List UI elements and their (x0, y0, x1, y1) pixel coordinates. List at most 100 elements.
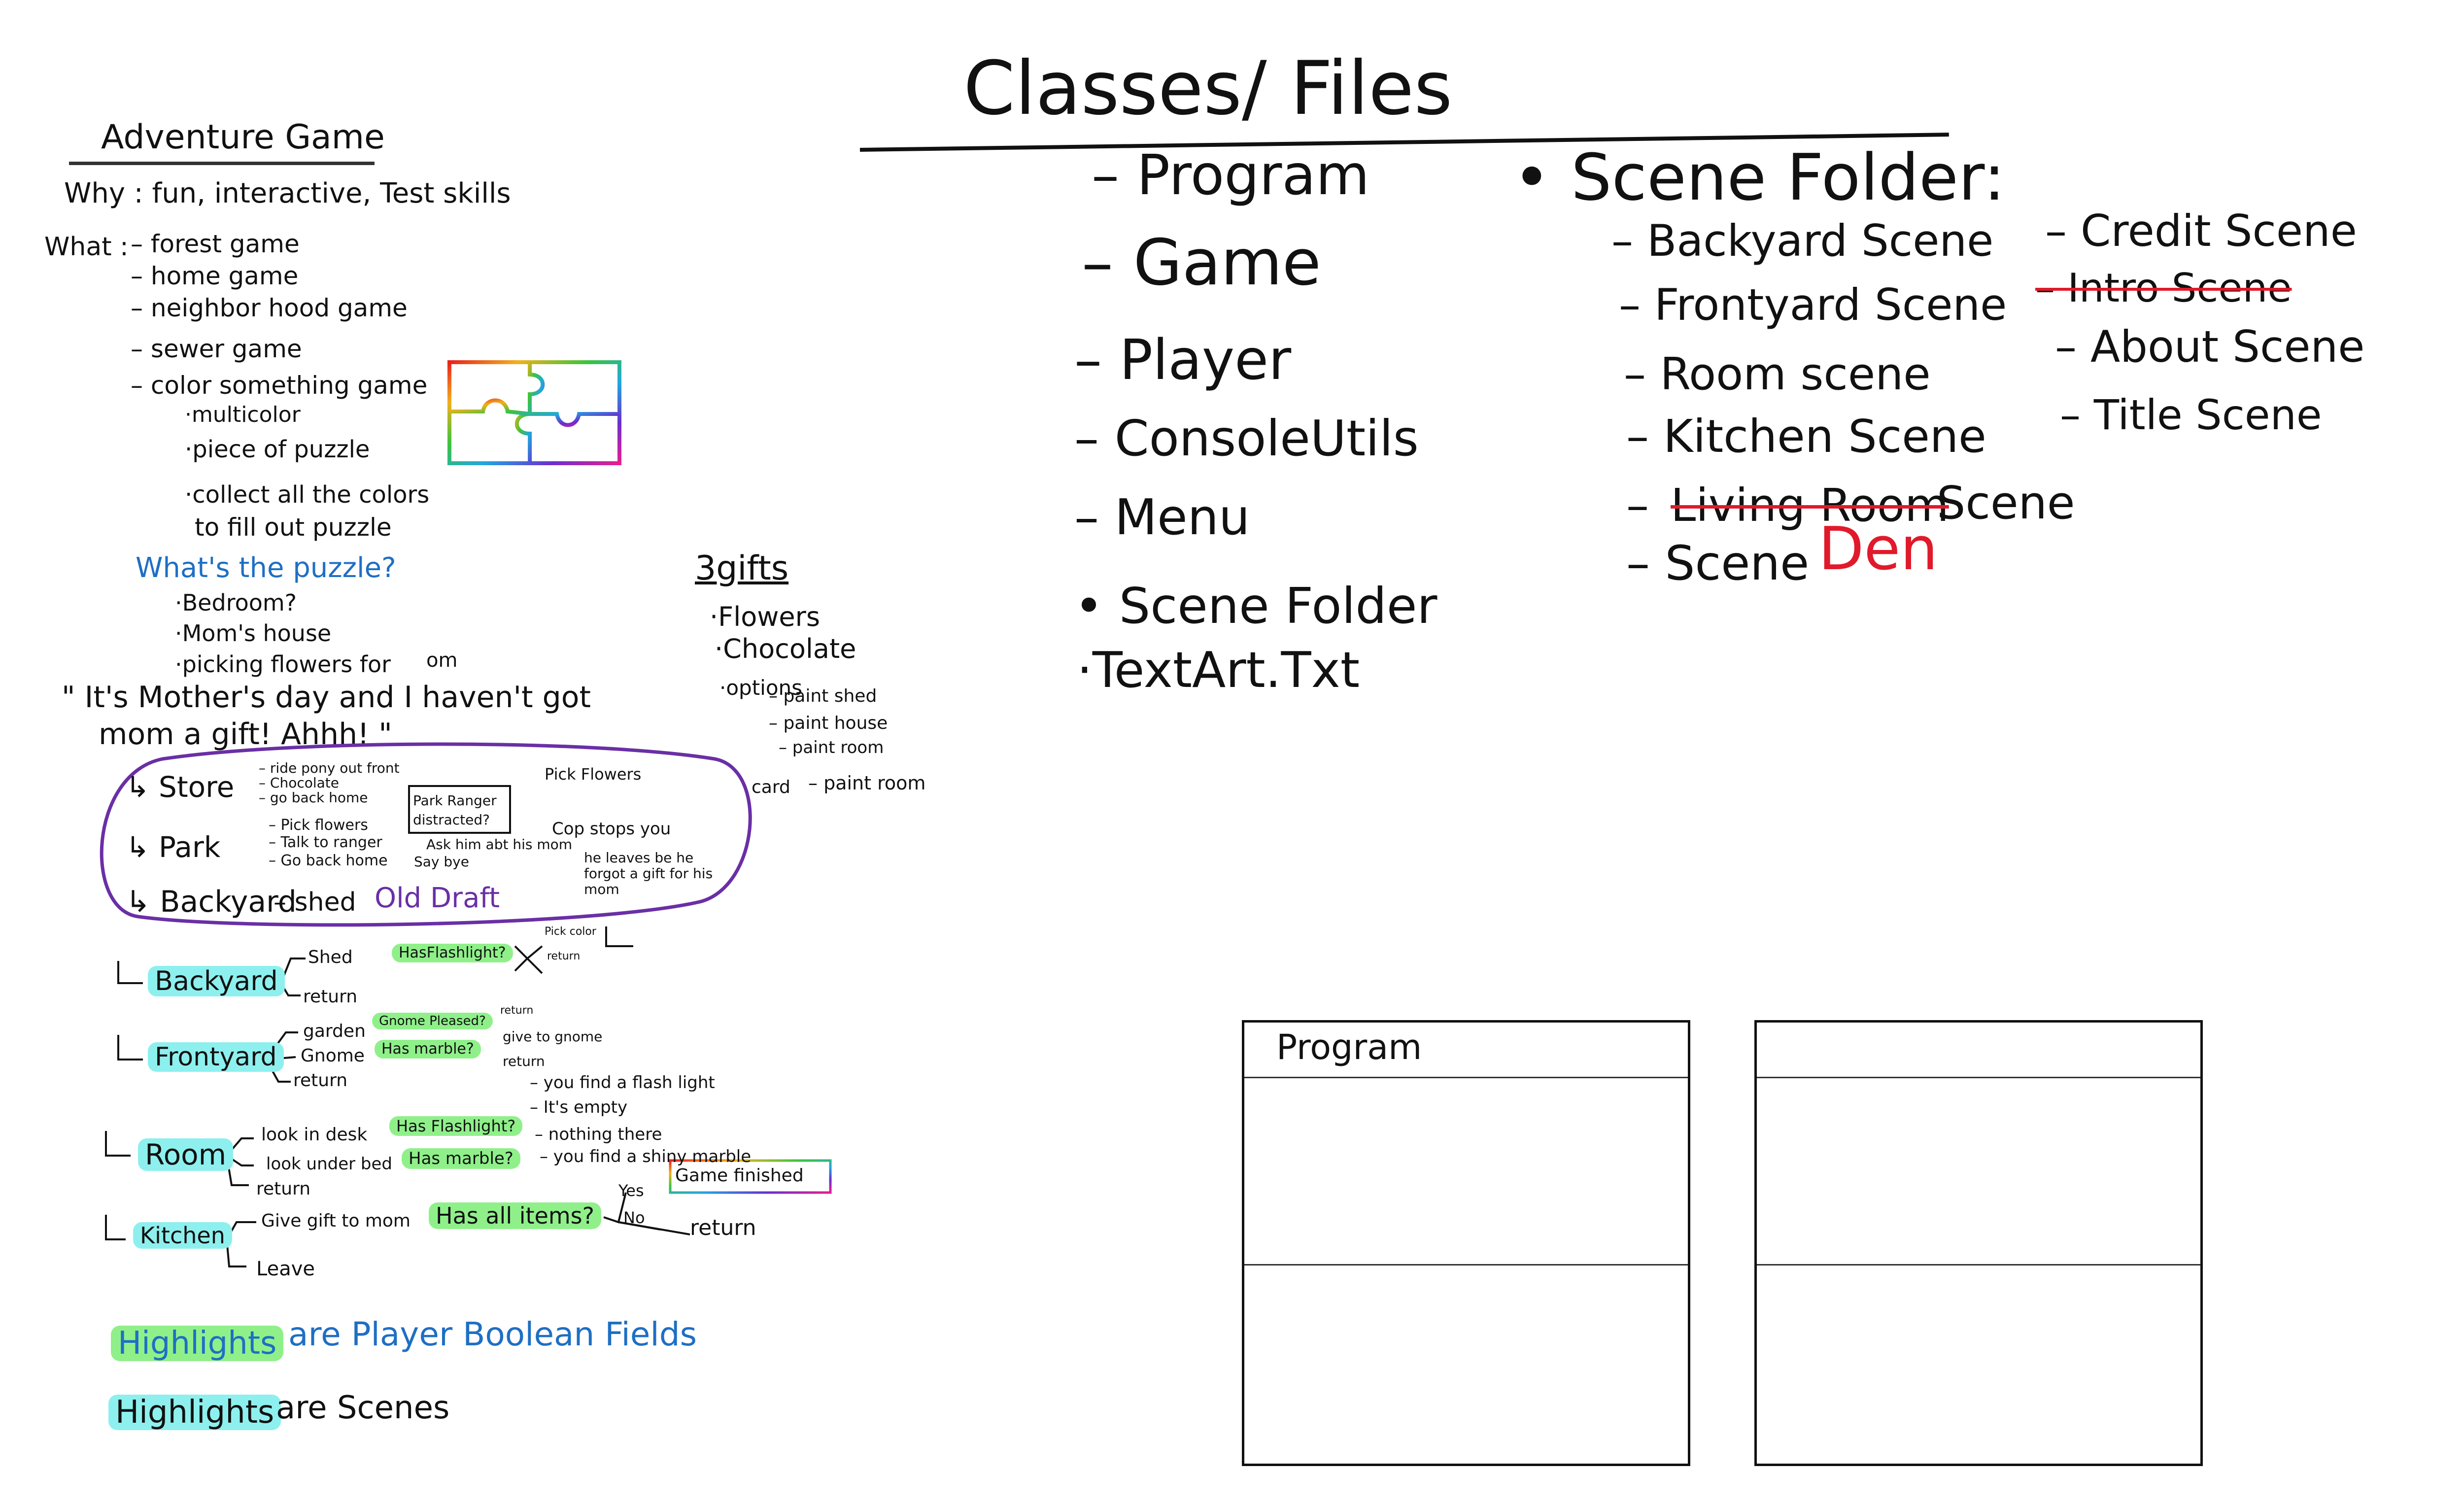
tree-garden-return: return (500, 1004, 534, 1017)
uml-box-empty-divider-1 (1757, 1077, 2200, 1078)
class-program: – Program (1092, 143, 1370, 207)
color-sub-puzzle: ·piece of puzzle (185, 436, 370, 463)
tree-you-find-flashlight: – you find a flash light (530, 1073, 715, 1093)
gift-paint-room-2: – paint room (808, 772, 926, 794)
scene-file-about: – About Scene (2055, 321, 2365, 372)
adventure-title: Adventure Game (101, 118, 385, 157)
scene-file-title: – Title Scene (2060, 391, 2322, 439)
tree-give-gift: Give gift to mom (261, 1211, 411, 1231)
uml-box-program-divider-2 (1244, 1264, 1688, 1266)
tree-game-finished: Game finished (675, 1165, 804, 1186)
cond-gnome-pleased: Gnome Pleased? (372, 1013, 493, 1029)
scene-frontyard: Frontyard (148, 1042, 284, 1072)
scene-file-frontyard: – Frontyard Scene (1619, 279, 2007, 330)
draft-park-item-1: – Pick flowers (269, 817, 368, 834)
classes-files-title: Classes/ Files (963, 46, 1453, 132)
gifts-title: 3gifts (695, 549, 789, 588)
legend-highlights-green: Highlights (111, 1326, 284, 1361)
gift-option-house: – paint house (769, 713, 888, 733)
legend-are-scenes: are Scenes (276, 1390, 450, 1426)
gift-chocolate: ·Chocolate (715, 633, 856, 664)
draft-backyard: ↳ Backyard (126, 885, 297, 919)
puzzle-question: What's the puzzle? (136, 552, 396, 584)
gift-option-room: – paint room (779, 738, 884, 757)
tree-frontyard-return: return (293, 1070, 348, 1091)
scene-file-living-room-dash: – (1626, 479, 1649, 532)
draft-store: ↳ Store (126, 770, 235, 804)
tree-backyard-return: return (303, 987, 358, 1007)
draft-park-item-3: – Go back home (269, 852, 388, 869)
tree-nothing-there: – nothing there (535, 1125, 662, 1144)
what-item-neighborhood: – neighbor hood game (131, 294, 408, 322)
tree-its-empty: – It's empty (530, 1097, 628, 1117)
puzzle-option-bedroom: ·Bedroom? (175, 589, 297, 616)
scene-file-intro: – Intro Scene (2035, 265, 2292, 311)
color-sub-collect: ·collect all the colors (185, 481, 430, 509)
gift-options: ·options (719, 676, 803, 700)
tree-gnome-return: return (503, 1053, 545, 1069)
draft-pick-flowers: Pick Flowers (545, 765, 642, 784)
draft-say-bye: Say bye (414, 854, 469, 870)
file-textart: ·TextArt.Txt (1077, 641, 1360, 699)
scene-file-room: – Room scene (1624, 348, 1931, 400)
what-item-sewer: – sewer game (131, 335, 302, 363)
tree-leave: Leave (256, 1258, 315, 1280)
scene-file-credit: – Credit Scene (2045, 205, 2357, 256)
title-underline (69, 162, 375, 165)
tree-look-in-desk: look in desk (261, 1125, 368, 1145)
class-scene-folder: • Scene Folder (1074, 577, 1437, 635)
scene-file-living-room: Living Room (1671, 479, 1949, 532)
uml-box-empty (1754, 1020, 2203, 1466)
cond-has-marble-1: Has marble? (375, 1040, 481, 1059)
scene-file-den: Den (1818, 515, 1938, 583)
cond-has-flashlight-2: Has Flashlight? (389, 1116, 523, 1136)
cond-has-flashlight-1: HasFlashlight? (392, 944, 513, 962)
tree-backyard-shed: Shed (308, 947, 353, 967)
uml-box-program (1242, 1020, 1690, 1466)
draft-store-item-3: – go back home (259, 789, 368, 806)
what-item-forest: – forest game (131, 230, 300, 258)
draft-he-leaves: he leaves be he forgot a gift for his mo… (584, 850, 713, 898)
color-sub-multicolor: ·multicolor (185, 402, 301, 427)
puzzle-option-picking: ·picking flowers for (175, 651, 391, 678)
tree-room-return: return (256, 1179, 311, 1199)
draft-park-ranger-box: Park Ranger distracted? (413, 792, 497, 828)
why-line: Why : fun, interactive, Test skills (64, 177, 511, 209)
scene-kitchen: Kitchen (133, 1222, 232, 1249)
tree-gnome: Gnome (301, 1046, 365, 1066)
scene-backyard: Backyard (148, 966, 285, 996)
draft-store-item-1: – ride pony out front (259, 760, 400, 776)
scene-folder-header: • Scene Folder: (1513, 140, 2005, 215)
tree-give-to-gnome: give to gnome (503, 1028, 603, 1045)
color-sub-fill: to fill out puzzle (195, 513, 392, 542)
legend-player-boolean: are Player Boolean Fields (288, 1315, 697, 1353)
what-label: What : (44, 232, 129, 262)
scene-room: Room (138, 1138, 234, 1171)
draft-store-item-2: – Chocolate (259, 775, 339, 791)
scene-file-kitchen: – Kitchen Scene (1626, 410, 1986, 463)
class-player: – Player (1074, 328, 1292, 392)
tree-pick-color: Pick color (545, 925, 596, 938)
uml-box-program-title: Program (1276, 1027, 1422, 1067)
puzzle-option-om: om (426, 649, 458, 672)
gift-option-shed: – paint shed (769, 686, 877, 706)
uml-box-empty-divider-2 (1757, 1264, 2200, 1266)
draft-cop-stops: Cop stops you (552, 819, 671, 839)
draft-park-item-2: – Talk to ranger (269, 834, 382, 851)
gift-flowers: ·Flowers (710, 601, 820, 632)
draft-old-draft-label: Old Draft (375, 882, 500, 914)
tree-no: No (623, 1208, 645, 1227)
class-menu: – Menu (1074, 488, 1250, 546)
tree-garden: garden (303, 1021, 366, 1041)
tree-yes: Yes (618, 1181, 644, 1200)
draft-shed: – shed (274, 888, 356, 917)
quote-line-1: " It's Mother's day and I haven't got (62, 680, 591, 715)
scene-file-living-room-suffix: Scene (1937, 477, 2075, 529)
class-game: – Game (1082, 226, 1321, 300)
tree-you-find-marble: – you find a shiny marble (540, 1147, 752, 1166)
scene-file-backyard: – Backyard Scene (1611, 215, 1994, 266)
cond-has-marble-2: Has marble? (402, 1148, 520, 1169)
puzzle-option-moms-house: ·Mom's house (175, 620, 332, 647)
cond-has-all-items: Has all items? (429, 1202, 602, 1229)
draft-park: ↳ Park (126, 830, 221, 864)
